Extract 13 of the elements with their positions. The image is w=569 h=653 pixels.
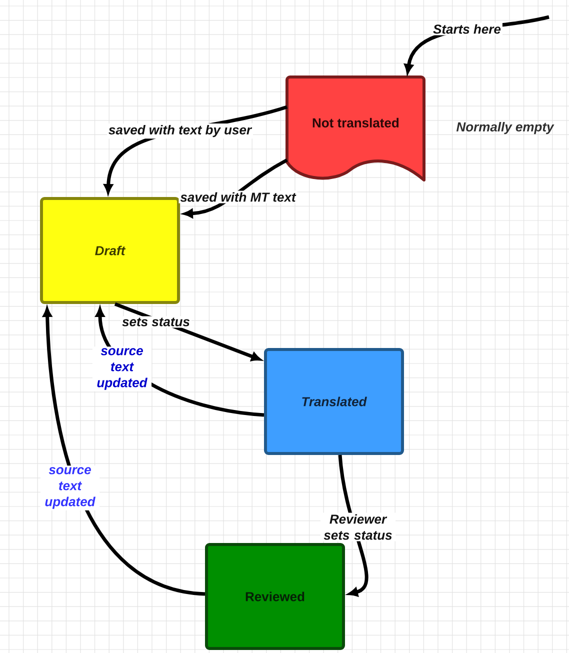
edge-label: sets status <box>120 316 192 328</box>
edge-label: Starts here <box>432 22 502 36</box>
edge-label: Reviewer sets status <box>320 512 396 542</box>
edge-label: saved with text by user <box>106 123 254 139</box>
edge-label: source text updated <box>92 346 152 392</box>
state-box: Reviewed <box>205 543 345 650</box>
note-text: Normally empty <box>456 122 554 134</box>
edge-label: source text updated <box>40 466 100 510</box>
arrow <box>114 302 261 361</box>
state-box: Translated <box>264 348 404 455</box>
edge-label: saved with MT text <box>178 190 298 204</box>
arrow <box>183 158 288 218</box>
state-box: Draft <box>40 197 180 304</box>
